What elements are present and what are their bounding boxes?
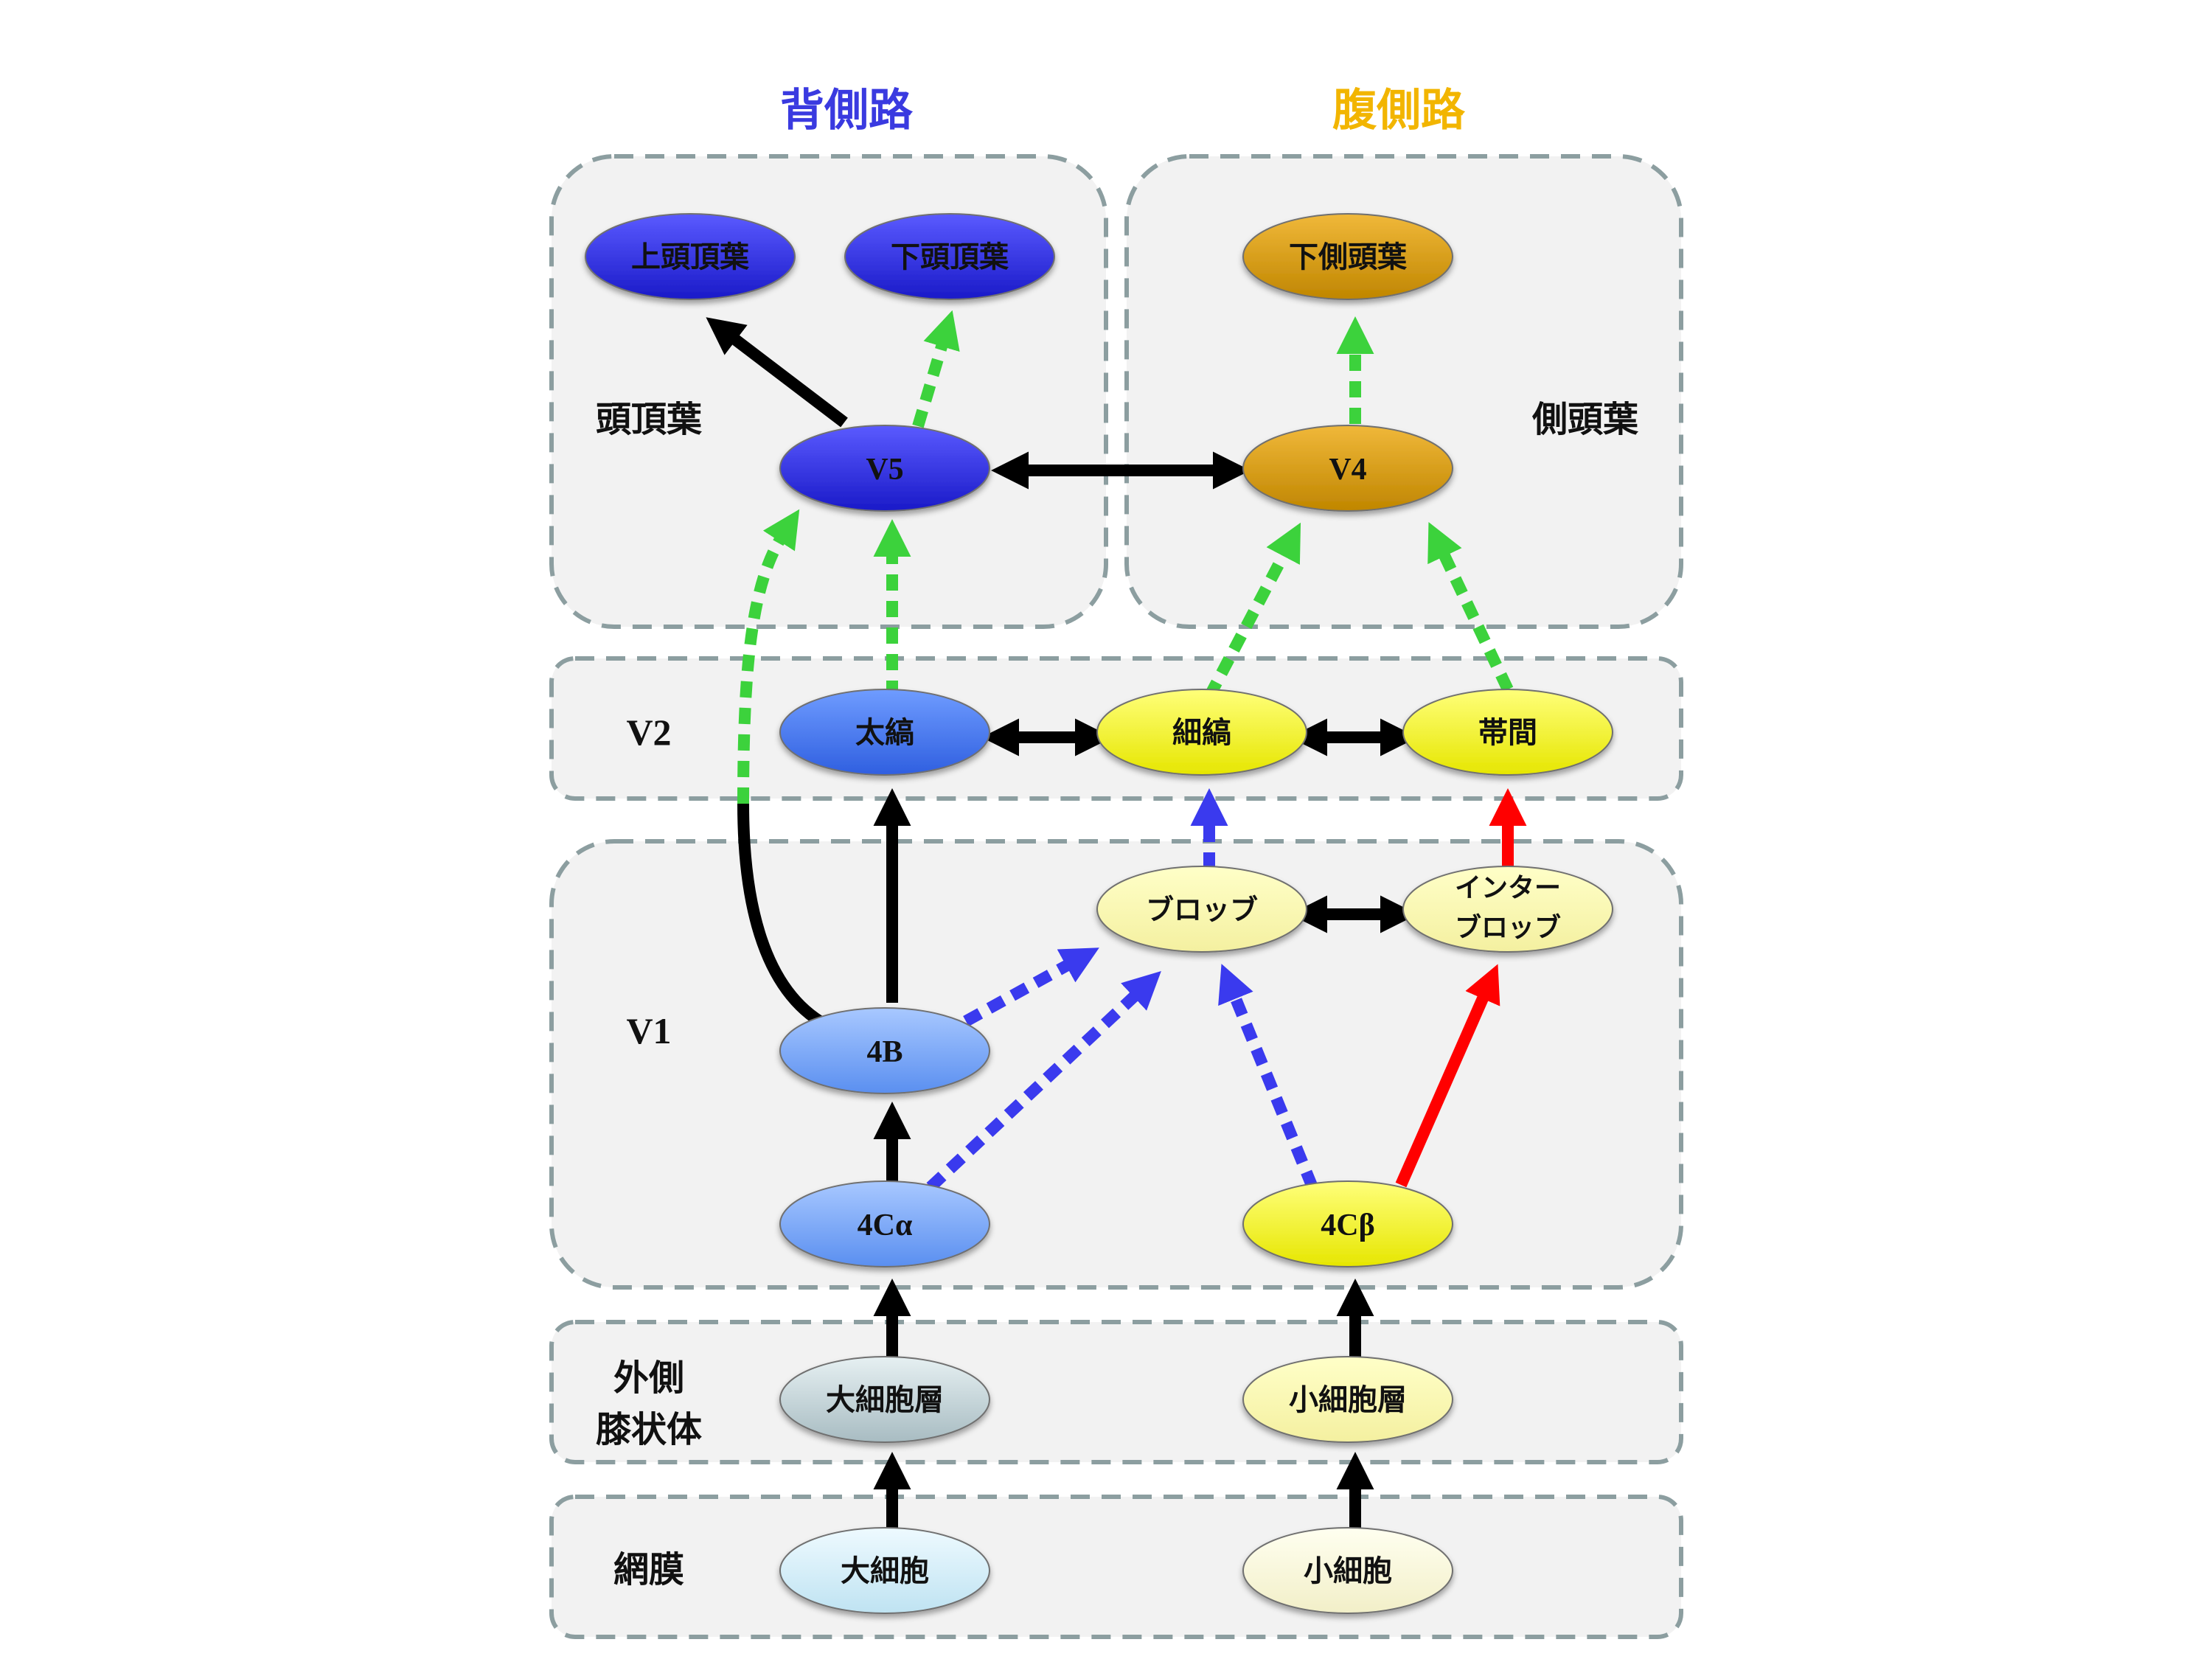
- superior-parietal-label: 上頭頂葉: [631, 240, 750, 274]
- lgn-region-box: [549, 1320, 1683, 1464]
- parietal-lobe-label: 頭頂葉: [596, 399, 703, 440]
- interblob-node: [1402, 866, 1613, 953]
- layer-4b-node: [779, 1007, 990, 1094]
- node-labels: 上頭頂葉 下頭頂葉 下側頭葉 V5 V4 太縞 細縞 帯間 ブロッブ インター …: [631, 240, 1561, 1588]
- layer-4ca-node: [779, 1180, 990, 1267]
- nodes: [585, 213, 1613, 1614]
- parvo-layer-label: 小細胞層: [1289, 1383, 1407, 1417]
- connections: [706, 310, 1527, 1534]
- arrow-4b-to-blob: [963, 947, 1099, 1027]
- dorsal-stream-title: 背側路: [780, 85, 914, 136]
- magno-cell-label: 大細胞: [841, 1554, 929, 1588]
- magno-layer-label: 大細胞層: [826, 1383, 944, 1417]
- v4-node: [1242, 425, 1453, 512]
- v4-node-label: V4: [1329, 453, 1366, 487]
- inferior-temporal-node: [1242, 213, 1453, 300]
- v5-node: [779, 425, 990, 512]
- inferior-parietal-label: 下頭頂葉: [891, 240, 1009, 274]
- blob-label: ブロッブ: [1146, 894, 1258, 926]
- interblob-label-line1: インター: [1455, 873, 1561, 903]
- region-labels: 頭頂葉 側頭葉 V2 V1 外側 膝状体 網膜: [596, 399, 1639, 1590]
- thick-stripe-node: [779, 689, 990, 776]
- parvo-layer-node: [1242, 1356, 1453, 1443]
- parvo-cell-label: 小細胞: [1304, 1554, 1392, 1588]
- lgn-label-line2: 膝状体: [596, 1409, 702, 1450]
- arrow-v5-to-superior-parietal: [706, 317, 848, 428]
- lgn-label-line1: 外側: [613, 1357, 684, 1399]
- layer-4ca-label: 4Cα: [858, 1208, 913, 1242]
- temporal-lobe-label: 側頭葉: [1531, 399, 1639, 440]
- arrow-4ca-to-blob: [926, 971, 1161, 1192]
- retina-label: 網膜: [613, 1549, 684, 1590]
- thin-stripe-label: 細縞: [1172, 716, 1231, 750]
- curve-4b-to-v5-dotted: [737, 509, 800, 804]
- superior-parietal-node: [585, 213, 796, 300]
- v5-node-label: V5: [866, 453, 903, 487]
- arrow-v5-to-inferior-parietal: [912, 310, 960, 428]
- layer-4cb-node: [1242, 1180, 1453, 1267]
- thick-stripe-label: 太縞: [855, 716, 914, 750]
- parvo-cell-node: [1242, 1527, 1453, 1614]
- interstripe-node: [1402, 689, 1613, 776]
- interblob-label-line2: ブロッブ: [1455, 912, 1561, 943]
- v1-label: V1: [626, 1010, 671, 1051]
- layer-4cb-label: 4Cβ: [1321, 1208, 1374, 1242]
- inferior-temporal-label: 下側頭葉: [1289, 240, 1408, 274]
- inferior-parietal-node: [844, 213, 1055, 300]
- arrow-4cb-to-blob: [1218, 964, 1318, 1190]
- ventral-stream-title: 腹側路: [1332, 85, 1466, 136]
- blob-node: [1096, 866, 1307, 953]
- magno-layer-node: [779, 1356, 990, 1443]
- v2-label: V2: [626, 712, 671, 753]
- magno-cell-node: [779, 1527, 990, 1614]
- interstripe-label: 帯間: [1478, 716, 1537, 750]
- thin-stripe-node: [1096, 689, 1307, 776]
- arrow-4cb-to-interblob: [1395, 964, 1500, 1188]
- arrow-thin-to-v4: [1203, 522, 1301, 700]
- layer-4b-label: 4B: [866, 1035, 902, 1069]
- retina-region-box: [549, 1495, 1683, 1639]
- curve-4b-to-v5-solid: [737, 803, 829, 1030]
